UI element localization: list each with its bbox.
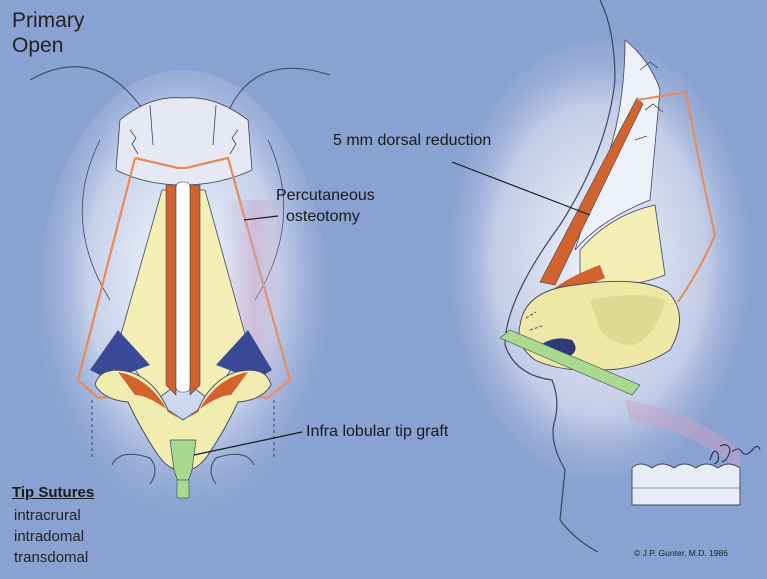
title-line-1: Primary	[12, 10, 84, 32]
tip-sutures-heading: Tip Sutures	[12, 484, 94, 501]
tip-suture-item: transdomal	[14, 549, 88, 567]
dorsal-reduction-label: 5 mm dorsal reduction	[333, 131, 491, 150]
copyright-icon: ©	[634, 548, 643, 558]
title-line-2: Open	[12, 35, 63, 57]
septum-strip-right	[190, 185, 200, 395]
osteotomy-label-line-2: osteotomy	[286, 207, 360, 226]
tip-graft-label: Infra lobular tip graft	[306, 422, 448, 441]
tip-suture-item: intracrural	[14, 507, 81, 525]
septum-center	[176, 182, 190, 392]
septum-strip-left	[166, 185, 176, 395]
osteotomy-label-line-1: Percutaneous	[276, 186, 375, 205]
copyright-notice: © J.P. Gunter, M.D. 1986	[634, 548, 728, 558]
artist-signature	[706, 438, 762, 468]
copyright-text: J.P. Gunter, M.D. 1986	[643, 548, 728, 558]
columella-strut	[177, 480, 189, 498]
teeth	[632, 464, 740, 505]
tip-suture-item: intradomal	[14, 528, 84, 546]
